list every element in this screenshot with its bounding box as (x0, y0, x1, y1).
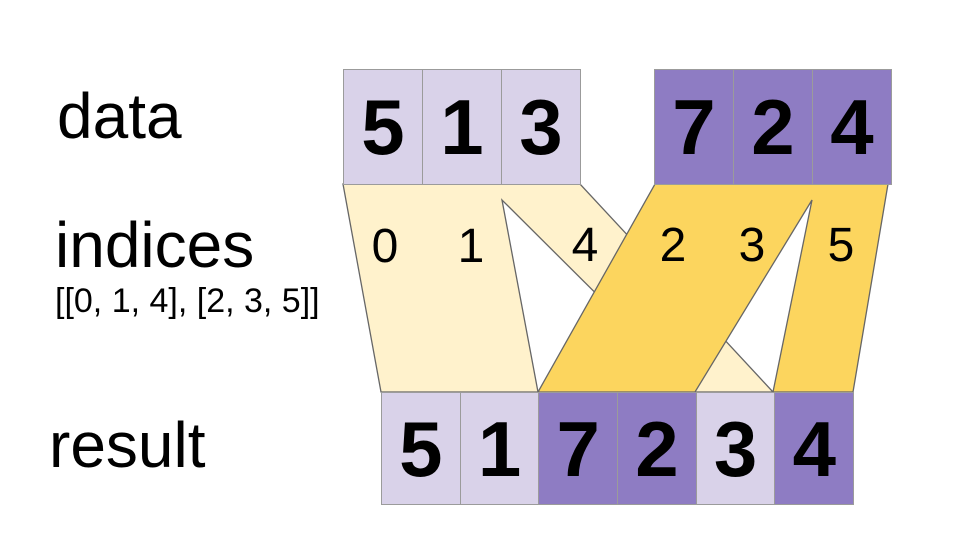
result-cell-2: 7 (539, 393, 619, 504)
label-result: result (49, 409, 206, 481)
index-label-4: 4 (571, 219, 599, 272)
result-array: 5 1 7 2 3 4 (381, 392, 855, 505)
result-cell-3: 2 (618, 393, 697, 504)
result-cell-1: 1 (460, 393, 540, 504)
data-cell-g0-1: 1 (423, 70, 502, 184)
index-label-2: 2 (659, 219, 687, 272)
data-cell-g0-2: 3 (502, 70, 580, 184)
label-data: data (57, 80, 182, 152)
indices-array-text: [[0, 1, 4], [2, 3, 5]] (55, 282, 320, 320)
index-label-5: 5 (827, 219, 855, 272)
index-label-3: 3 (738, 219, 766, 272)
result-cell-4: 3 (696, 393, 776, 504)
data-cell-g0-0: 5 (344, 70, 423, 184)
data-array-group-1: 7 2 4 (654, 69, 892, 185)
data-cell-g1-2: 4 (813, 70, 891, 184)
index-label-1: 1 (457, 220, 485, 273)
data-array-group-0: 5 1 3 (343, 69, 581, 185)
data-cell-g1-0: 7 (655, 70, 734, 184)
index-label-0: 0 (371, 220, 399, 273)
label-indices: indices (55, 209, 255, 281)
data-cell-g1-1: 2 (734, 70, 813, 184)
result-cell-0: 5 (382, 393, 461, 504)
result-cell-5: 4 (775, 393, 854, 504)
